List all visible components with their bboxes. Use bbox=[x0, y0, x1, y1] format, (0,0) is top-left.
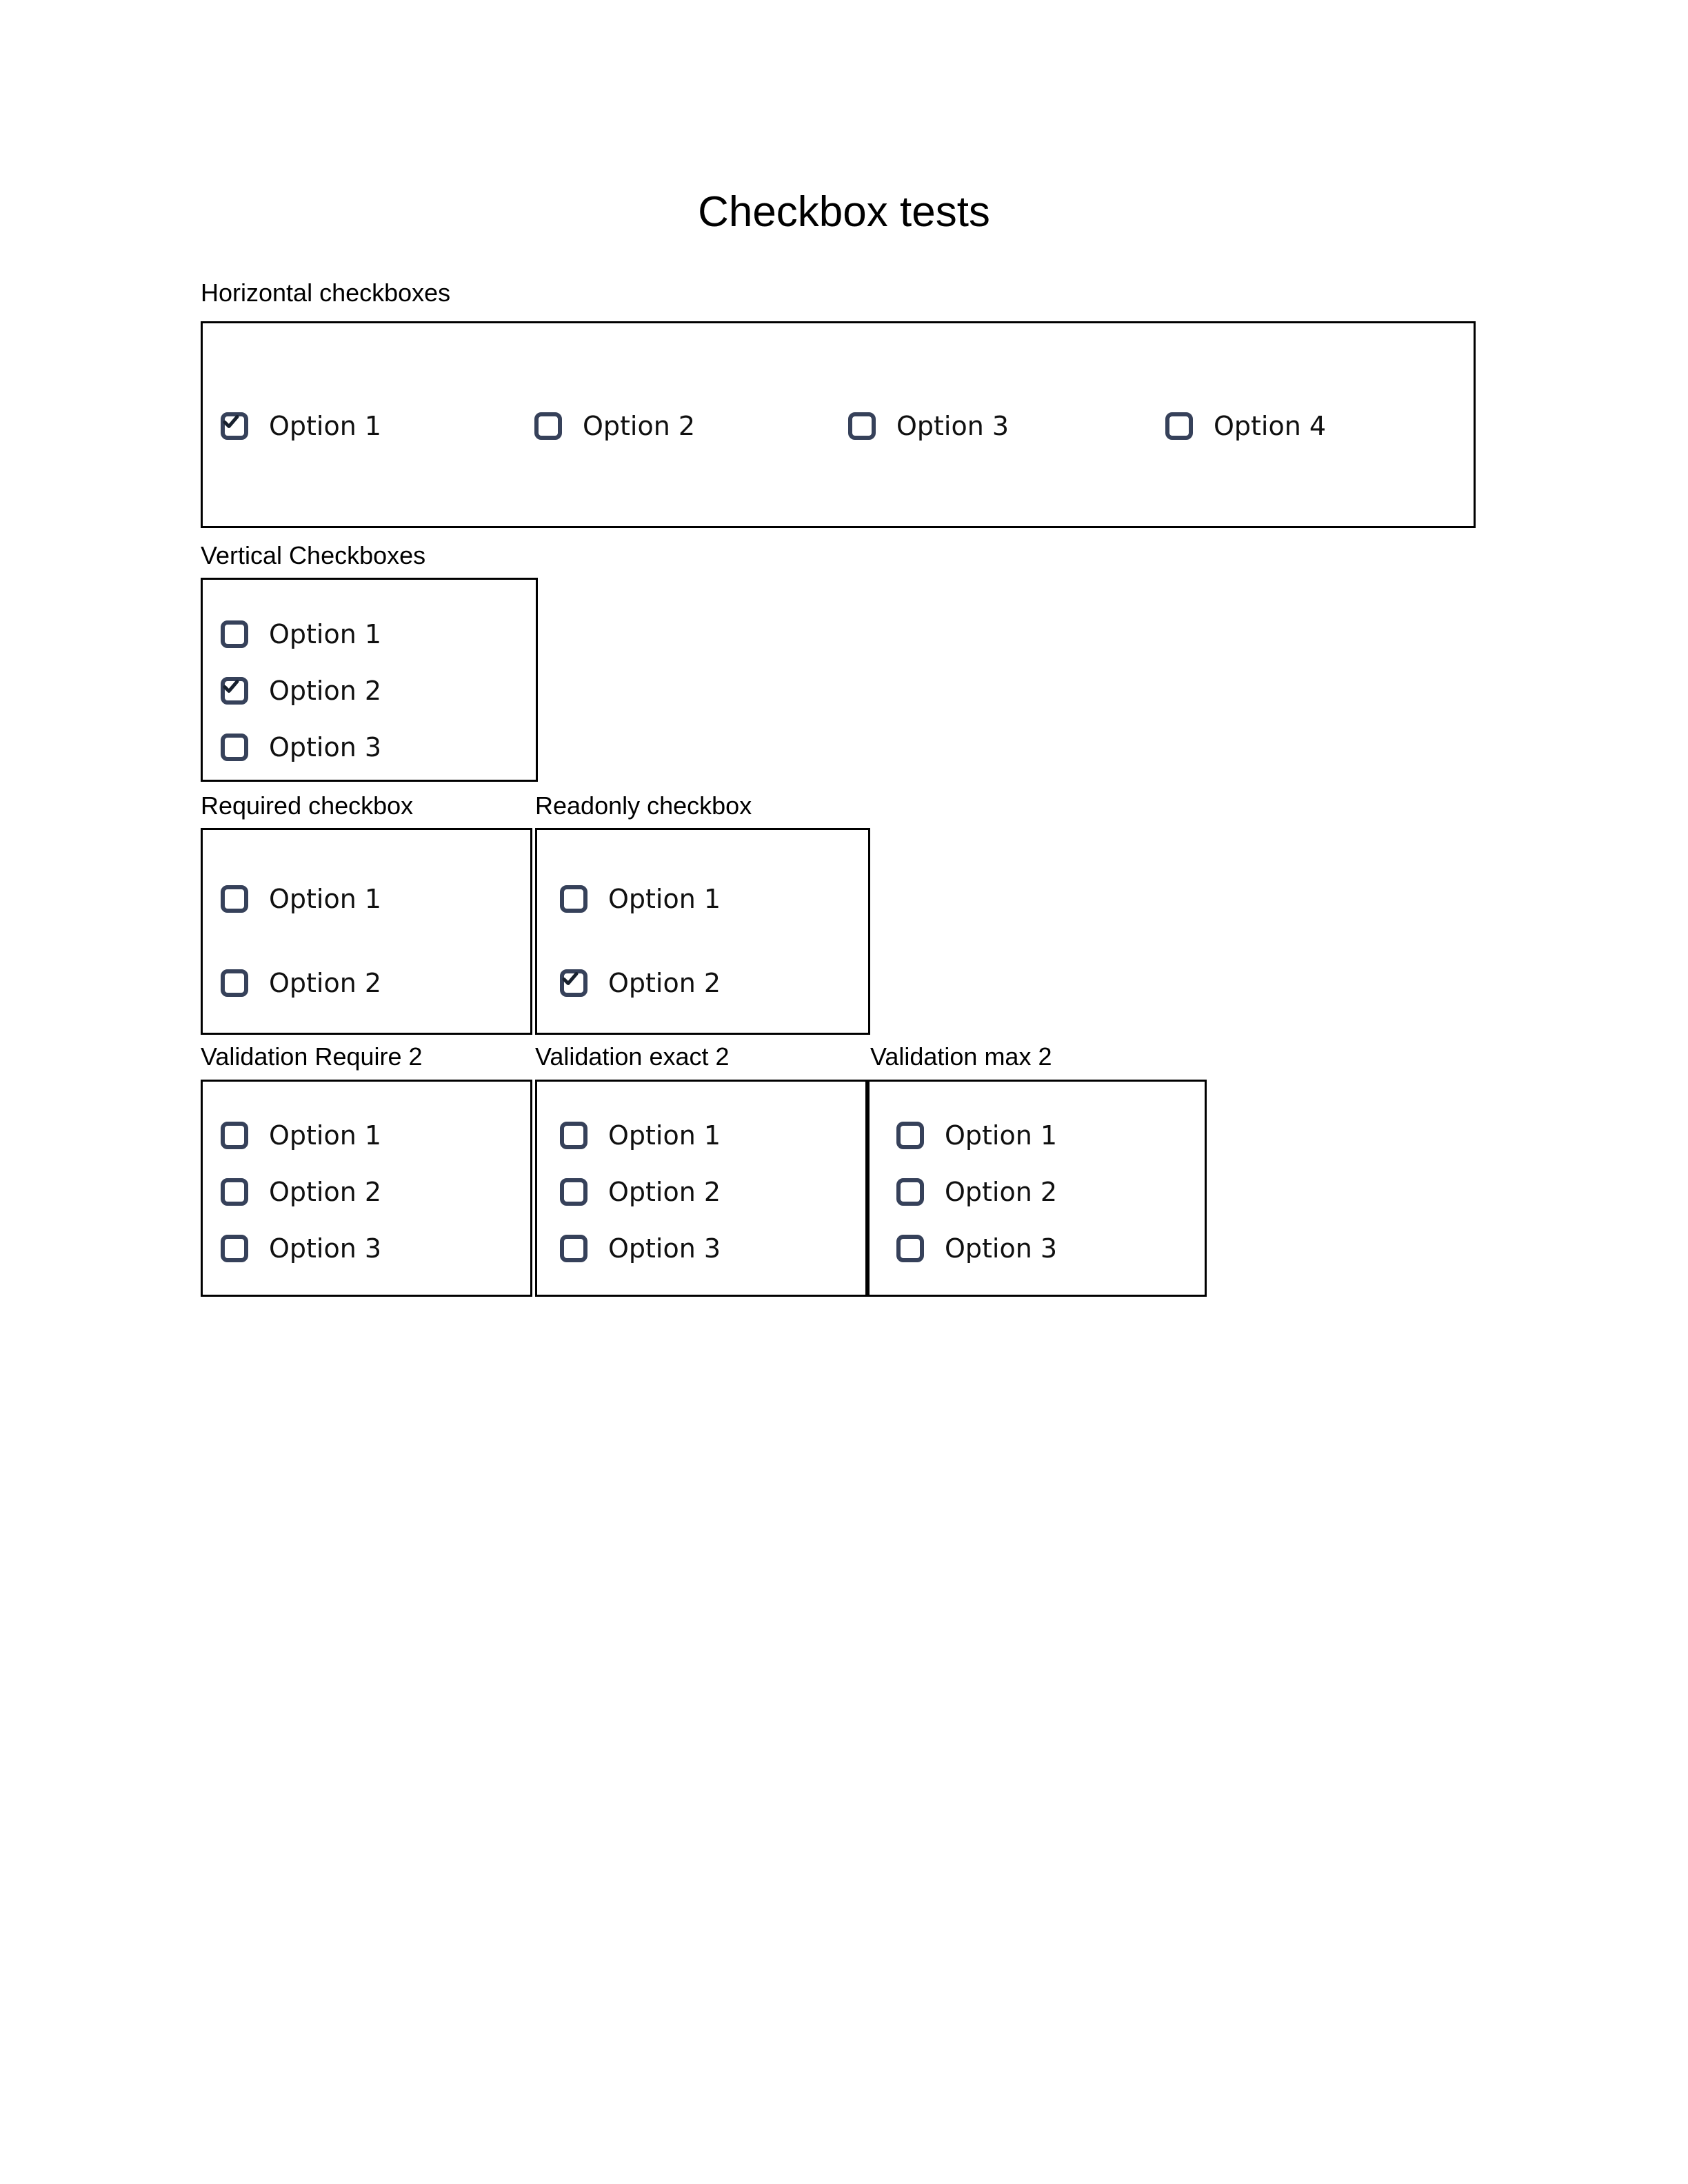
checkbox-row-horizontal-option-2[interactable]: Option 2 bbox=[534, 411, 695, 441]
section-heading-readonly: Readonly checkbox bbox=[535, 791, 752, 820]
section-heading-validation-max-2: Validation max 2 bbox=[870, 1042, 1052, 1071]
checkbox-label-validation-require-2-option-1: Option 1 bbox=[269, 1120, 382, 1151]
checkbox-horizontal-option-1[interactable] bbox=[221, 412, 248, 440]
checkbox-row-validation-max-2-option-2[interactable]: Option 2 bbox=[896, 1177, 1057, 1207]
checkbox-validation-exact-2-option-2[interactable] bbox=[560, 1178, 587, 1206]
section-heading-validation-require-2: Validation Require 2 bbox=[201, 1042, 423, 1071]
checkbox-row-validation-require-2-option-3[interactable]: Option 3 bbox=[221, 1233, 381, 1264]
checkbox-row-validation-exact-2-option-1[interactable]: Option 1 bbox=[560, 1120, 721, 1151]
checkbox-label-vertical-option-2: Option 2 bbox=[269, 676, 382, 706]
checkbox-validation-max-2-option-1[interactable] bbox=[896, 1122, 924, 1149]
checkbox-label-horizontal-option-2: Option 2 bbox=[583, 411, 696, 441]
section-heading-horizontal: Horizontal checkboxes bbox=[201, 279, 451, 307]
checkbox-label-validation-max-2-option-2: Option 2 bbox=[945, 1177, 1058, 1207]
checkbox-row-validation-max-2-option-1[interactable]: Option 1 bbox=[896, 1120, 1057, 1151]
checkbox-validation-max-2-option-3[interactable] bbox=[896, 1235, 924, 1262]
section-heading-vertical: Vertical Checkboxes bbox=[201, 541, 426, 569]
checkbox-label-readonly-option-1: Option 1 bbox=[608, 884, 721, 914]
checkbox-label-required-option-2: Option 2 bbox=[269, 968, 382, 998]
checkbox-validation-exact-2-option-1[interactable] bbox=[560, 1122, 587, 1149]
checkbox-row-horizontal-option-3[interactable]: Option 3 bbox=[848, 411, 1009, 441]
checkbox-required-option-1[interactable] bbox=[221, 885, 248, 913]
checkbox-vertical-option-3[interactable] bbox=[221, 734, 248, 761]
checkbox-validation-max-2-option-2[interactable] bbox=[896, 1178, 924, 1206]
checkbox-validation-require-2-option-1[interactable] bbox=[221, 1122, 248, 1149]
checkbox-row-vertical-option-1[interactable]: Option 1 bbox=[221, 619, 381, 649]
group-box-validation-require-2 bbox=[201, 1080, 532, 1297]
checkbox-label-validation-exact-2-option-2: Option 2 bbox=[608, 1177, 721, 1207]
section-heading-validation-exact-2: Validation exact 2 bbox=[535, 1042, 730, 1071]
checkbox-row-readonly-option-2[interactable]: Option 2 bbox=[560, 968, 721, 998]
group-box-required bbox=[201, 828, 532, 1035]
page-title: Checkbox tests bbox=[698, 188, 990, 236]
checkbox-label-validation-exact-2-option-1: Option 1 bbox=[608, 1120, 721, 1151]
checkbox-validation-exact-2-option-3[interactable] bbox=[560, 1235, 587, 1262]
checkbox-label-validation-require-2-option-2: Option 2 bbox=[269, 1177, 382, 1207]
checkbox-required-option-2[interactable] bbox=[221, 969, 248, 997]
checkbox-horizontal-option-3[interactable] bbox=[848, 412, 876, 440]
checkbox-row-required-option-1[interactable]: Option 1 bbox=[221, 884, 381, 914]
checkbox-row-required-option-2[interactable]: Option 2 bbox=[221, 968, 381, 998]
checkbox-label-required-option-1: Option 1 bbox=[269, 884, 382, 914]
checkbox-row-validation-exact-2-option-2[interactable]: Option 2 bbox=[560, 1177, 721, 1207]
checkbox-row-vertical-option-2[interactable]: Option 2 bbox=[221, 676, 381, 706]
checkbox-row-readonly-option-1[interactable]: Option 1 bbox=[560, 884, 721, 914]
checkbox-readonly-option-2[interactable] bbox=[560, 969, 587, 997]
checkbox-label-validation-require-2-option-3: Option 3 bbox=[269, 1233, 382, 1264]
checkbox-row-validation-require-2-option-2[interactable]: Option 2 bbox=[221, 1177, 381, 1207]
checkbox-vertical-option-2[interactable] bbox=[221, 677, 248, 705]
check-icon bbox=[223, 680, 239, 693]
checkbox-label-validation-exact-2-option-3: Option 3 bbox=[608, 1233, 721, 1264]
checkbox-label-horizontal-option-1: Option 1 bbox=[269, 411, 382, 441]
check-icon bbox=[562, 972, 579, 985]
checkbox-label-validation-max-2-option-3: Option 3 bbox=[945, 1233, 1058, 1264]
checkbox-label-horizontal-option-3: Option 3 bbox=[896, 411, 1009, 441]
group-box-readonly bbox=[535, 828, 870, 1035]
checkbox-label-vertical-option-3: Option 3 bbox=[269, 732, 382, 762]
group-box-validation-max-2 bbox=[867, 1080, 1207, 1297]
checkbox-row-vertical-option-3[interactable]: Option 3 bbox=[221, 732, 381, 762]
checkbox-horizontal-option-4[interactable] bbox=[1165, 412, 1193, 440]
checkbox-label-readonly-option-2: Option 2 bbox=[608, 968, 721, 998]
group-box-horizontal bbox=[201, 321, 1476, 528]
checkbox-readonly-option-1[interactable] bbox=[560, 885, 587, 913]
checkbox-vertical-option-1[interactable] bbox=[221, 620, 248, 648]
checkbox-row-horizontal-option-1[interactable]: Option 1 bbox=[221, 411, 381, 441]
checkbox-row-validation-exact-2-option-3[interactable]: Option 3 bbox=[560, 1233, 721, 1264]
checkbox-row-validation-require-2-option-1[interactable]: Option 1 bbox=[221, 1120, 381, 1151]
checkbox-row-validation-max-2-option-3[interactable]: Option 3 bbox=[896, 1233, 1057, 1264]
checkbox-label-vertical-option-1: Option 1 bbox=[269, 619, 382, 649]
checkbox-validation-require-2-option-3[interactable] bbox=[221, 1235, 248, 1262]
checkbox-label-horizontal-option-4: Option 4 bbox=[1214, 411, 1327, 441]
checkbox-row-horizontal-option-4[interactable]: Option 4 bbox=[1165, 411, 1326, 441]
section-heading-required: Required checkbox bbox=[201, 791, 414, 820]
check-icon bbox=[223, 415, 239, 428]
checkbox-horizontal-option-2[interactable] bbox=[534, 412, 562, 440]
group-box-validation-exact-2 bbox=[535, 1080, 867, 1297]
checkbox-validation-require-2-option-2[interactable] bbox=[221, 1178, 248, 1206]
checkbox-label-validation-max-2-option-1: Option 1 bbox=[945, 1120, 1058, 1151]
group-box-vertical bbox=[201, 578, 538, 782]
